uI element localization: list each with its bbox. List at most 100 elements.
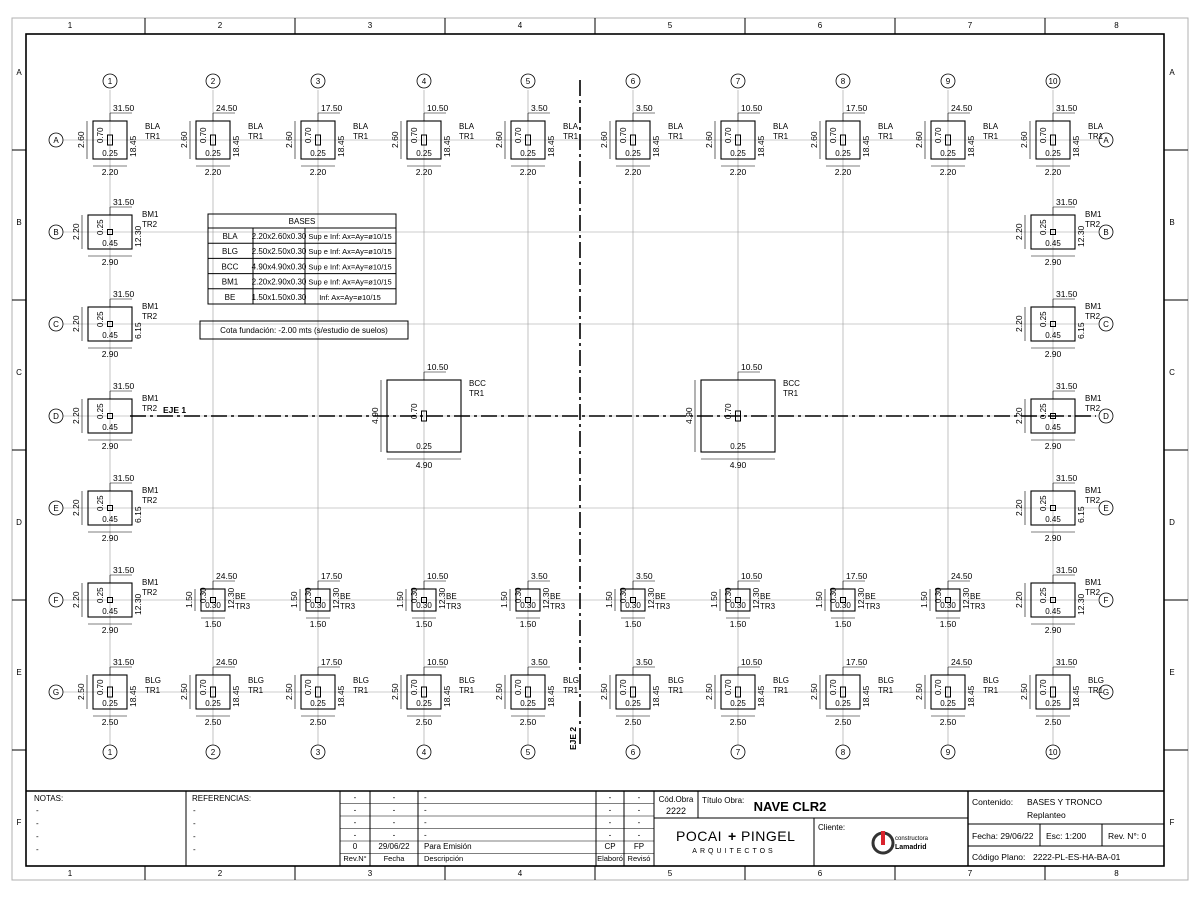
trunk-type-tag: TR2 [142,220,158,229]
height-dim-label: 2.20 [71,407,81,424]
pedestal [840,686,846,698]
trunk-type-tag: TR2 [142,496,158,505]
pedestal-x-label: 0.25 [625,149,641,158]
height-dim-label: 2.20 [1014,407,1024,424]
grid-bubble-right [1098,592,1114,608]
grid-bubble-right [1098,224,1114,240]
dist-y-label: 6.15 [133,322,143,339]
firm-plus: + [728,828,736,844]
pedestal-y-label: 0.30 [619,587,628,603]
pedestal-y-label: 0.25 [1039,495,1048,511]
zone-col-label-bottom: 5 [668,869,673,878]
dist-label: 31.50 [1056,103,1078,113]
dist-y-label: 18.45 [756,685,766,707]
rev-dash: - [638,806,641,815]
footing-type-tag: BE [655,592,666,601]
pedestal [525,597,531,603]
grid-bubble-bottom [310,744,326,760]
note-box [199,320,409,340]
grid-bubble-left [48,408,64,424]
pedestal-y-label: 0.70 [724,403,733,419]
height-dim-label: 2.20 [71,591,81,608]
grid-bubble-right [1098,316,1114,332]
grid-bubble-bottom [416,744,432,760]
width-dim-label: 1.50 [520,619,537,629]
footing-type-tag: BE [970,592,981,601]
zone-row-label-left: F [17,818,22,827]
trunk-type-tag: TR1 [773,132,789,141]
width-dim-label: 1.50 [940,619,957,629]
dist-label: 31.50 [113,657,135,667]
width-dim-label: 2.50 [835,717,852,727]
dist-y-label: 18.45 [546,135,556,157]
dist-label: 10.50 [741,103,763,113]
dist-y-label: 18.45 [336,135,346,157]
codigo-value: 2222-PL-ES-HA-BA-01 [1033,852,1121,862]
rev-dash: - [609,793,612,802]
bases-table-rebar: Sup e Inf: Ax=Ay=ø10/15 [308,262,391,271]
dist-y-label: 12.30 [437,587,447,609]
grid-bubble-top [625,73,641,89]
pedestal [210,597,216,603]
rev-dash: - [424,818,427,827]
width-dim-label: 2.90 [102,625,119,635]
pedestal [315,134,321,146]
pedestal [840,134,846,146]
grid-col-label-bottom: 9 [946,748,951,757]
grid-col-label-bottom: 5 [526,748,531,757]
pedestal-x-label: 0.25 [205,149,221,158]
dist-label: 10.50 [427,657,449,667]
grid-col-label-bottom: 4 [422,748,427,757]
pedestal-y-label: 0.70 [724,127,733,143]
footing-type-tag: BLA [773,122,789,131]
height-dim-label: 2.50 [494,683,504,700]
width-dim-label: 2.20 [310,167,327,177]
footing-type-tag: BLG [459,676,475,685]
trunk-type-tag: TR1 [878,132,894,141]
pedestal [421,686,427,698]
grid-row-label-right: E [1103,504,1108,513]
grid-row-label-left: F [54,596,59,605]
pedestal-y-label: 0.30 [934,587,943,603]
pedestal-y-label: 0.30 [199,587,208,603]
pedestal [107,134,113,146]
pedestal [525,134,531,146]
trunk-type-tag: TR1 [668,132,684,141]
cod-obra-value: 2222 [666,806,686,816]
pedestal-x-label: 0.25 [1045,149,1061,158]
height-dim-label: 2.60 [809,131,819,148]
pedestal-y-label: 0.30 [829,587,838,603]
height-dim-label: 2.50 [704,683,714,700]
pedestal-x-label: 0.45 [102,423,118,432]
ref-dash: - [193,832,196,841]
trunk-type-tag: TR2 [1085,312,1101,321]
trunk-type-tag: TR3 [235,602,251,611]
pedestal-y-label: 0.30 [514,587,523,603]
dist-y-label: 12.30 [751,587,761,609]
titulo-obra-value: NAVE CLR2 [754,799,827,814]
dist-y-label: 18.45 [128,135,138,157]
grid-col-label-top: 6 [631,77,636,86]
zone-col-label-top: 5 [668,21,673,30]
dist-y-label: 18.45 [336,685,346,707]
pedestal-y-label: 0.70 [514,679,523,695]
pedestal-x-label: 0.30 [416,601,432,610]
grid-bubble-top [416,73,432,89]
zone-col-label-bottom: 6 [818,869,823,878]
width-dim-label: 2.90 [102,441,119,451]
width-dim-label: 2.20 [940,167,957,177]
dist-label: 17.50 [846,571,868,581]
pedestal-y-label: 0.70 [934,127,943,143]
grid-col-label-bottom: 7 [736,748,741,757]
dist-label: 24.50 [951,103,973,113]
pedestal-y-label: 0.25 [1039,403,1048,419]
height-dim-label: 2.20 [1014,315,1024,332]
footing-type-tag: BM1 [142,394,159,403]
pedestal-y-label: 0.70 [1039,679,1048,695]
bases-table-size: 2.20x2.60x0.30 [252,232,307,241]
foundation-level-note: Cota fundación: -2.00 mts (s/estudio de … [220,326,388,335]
trunk-type-tag: TR1 [248,132,264,141]
pedestal-x-label: 0.30 [625,601,641,610]
height-dim-label: 1.50 [709,591,719,608]
trunk-type-tag: TR3 [970,602,986,611]
